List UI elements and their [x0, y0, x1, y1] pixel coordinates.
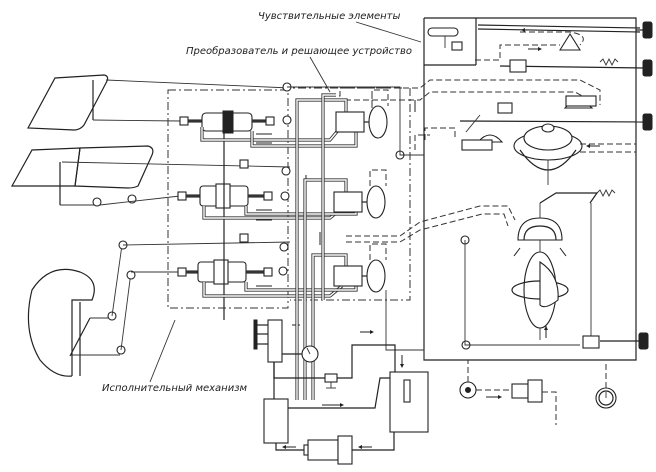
adjust-knob-3[interactable]: [459, 113, 653, 131]
feedback-cable-1: [287, 86, 424, 156]
feedback-cable-3: [385, 290, 425, 360]
leader-converter: [309, 56, 331, 93]
oil-tank: [360, 330, 429, 433]
elevator-surface: [27, 74, 291, 131]
converter-frame: [282, 87, 411, 301]
vertical-gyro: [511, 188, 616, 349]
aileron-surface: [10, 145, 291, 207]
label-converter-decision-unit: Преобразователь и решающее устройство: [186, 45, 412, 57]
label-sensing-elements: Чувствительные элементы: [258, 11, 401, 22]
hydraulic-pump: [275, 432, 395, 465]
servo-cylinder-elevator: [179, 110, 275, 134]
air-line-4: [346, 205, 516, 237]
leader-sensing-elements: [355, 21, 422, 43]
adjust-knob-1[interactable]: [636, 21, 653, 39]
feedback-cable-2: [464, 240, 580, 346]
leader-actuator: [149, 319, 176, 383]
air-line-2: [345, 91, 591, 101]
vacuum-pump: [511, 379, 557, 425]
vacuum-gauge: [595, 362, 617, 409]
gyro-flow-arrows: [513, 247, 567, 338]
filter-unit: [263, 362, 390, 444]
relay-valve-1: [335, 89, 389, 139]
distribution-manifold: [253, 319, 283, 363]
pitot-sensor: [427, 27, 619, 73]
rudder-surface: [27, 240, 291, 377]
relay-valve-3: [333, 243, 387, 293]
adjust-knob-4[interactable]: [600, 332, 649, 350]
servo-cylinder-rudder: [177, 259, 273, 285]
clutch-lever-1[interactable]: [239, 159, 249, 169]
clutch-lever-2[interactable]: [239, 233, 249, 243]
pressure-valve: [273, 344, 396, 389]
air-line-5: [346, 213, 509, 243]
relay-valve-2: [333, 169, 387, 219]
air-selector-valve[interactable]: [459, 360, 512, 399]
servo-cylinder-aileron: [177, 183, 273, 209]
directional-gyro: [414, 95, 636, 185]
pressure-gauge-1: [282, 345, 319, 363]
sensing-elements-frame: [423, 17, 641, 361]
label-actuator: Исполнительный механизм: [102, 383, 248, 394]
air-line-1: [330, 79, 601, 105]
